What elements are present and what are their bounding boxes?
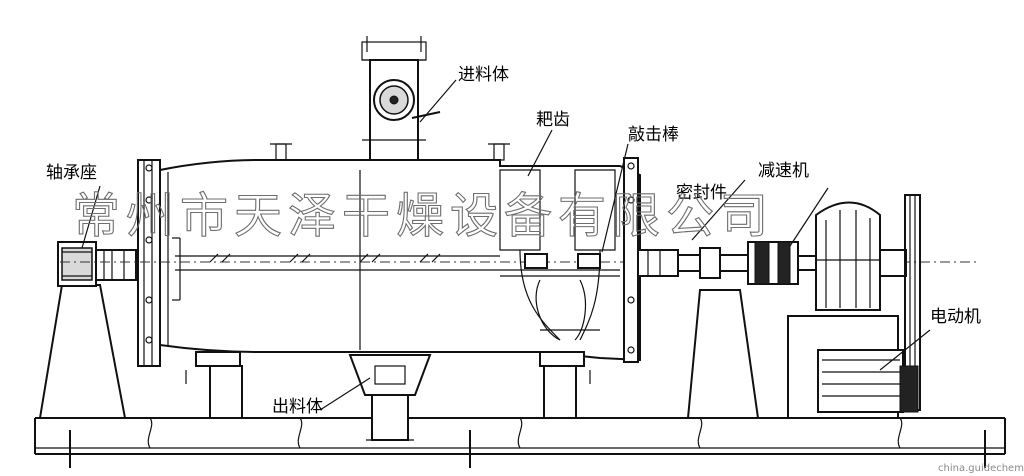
leader-lines xyxy=(81,79,931,411)
discharge-body xyxy=(348,354,432,441)
knock-rod-label: 敲击棒 xyxy=(628,125,679,145)
feed-body xyxy=(361,36,441,161)
drive-train xyxy=(637,241,819,419)
base-frame xyxy=(34,417,1006,468)
support-legs xyxy=(185,351,591,419)
motor-label: 电动机 xyxy=(930,307,981,327)
company-watermark: 常州市天泽干燥设备有限公司 xyxy=(72,188,774,244)
bearing-seat-label: 轴承座 xyxy=(46,163,97,183)
discharge-body-label: 出料体 xyxy=(272,397,323,417)
dryer-shell xyxy=(60,143,980,367)
seal-label: 密封件 xyxy=(676,183,727,203)
motor xyxy=(787,315,919,419)
source-credit: china.guidechem.c xyxy=(938,463,1024,474)
reducer xyxy=(815,194,921,411)
rake-teeth-label: 耙齿 xyxy=(536,110,570,130)
reducer-label: 减速机 xyxy=(758,161,809,181)
bearing-seat xyxy=(38,241,137,419)
feed-body-label: 进料体 xyxy=(458,65,509,85)
